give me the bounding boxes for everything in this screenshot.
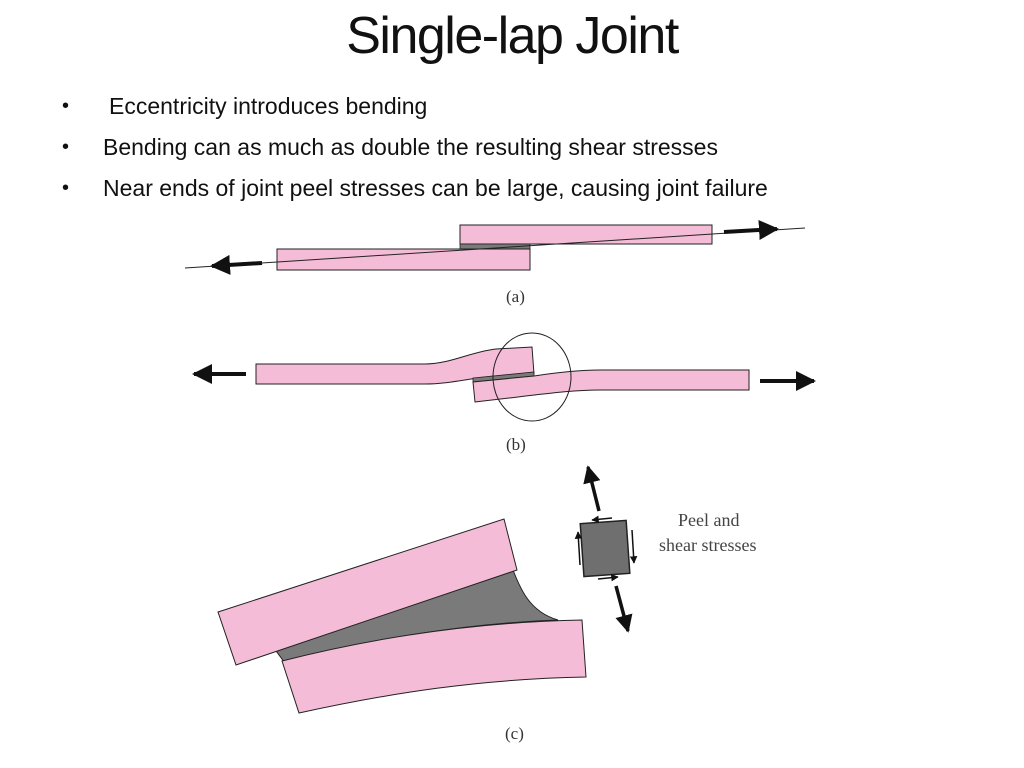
bullet-item: • Near ends of joint peel stresses can b… (60, 168, 768, 209)
bullet-dot-icon: • (62, 136, 70, 158)
left-arrow-icon (210, 254, 263, 275)
shear-arrow-icon (597, 573, 619, 582)
note-line-1: Peel and (678, 510, 739, 530)
bullet-item: • Bending can as much as double the resu… (60, 127, 768, 168)
bullet-text: Eccentricity introduces bending (109, 93, 428, 119)
peel-arrow-icon (583, 465, 601, 512)
detail-circle (492, 332, 572, 422)
shear-arrow-icon (574, 531, 583, 566)
stress-element (579, 519, 631, 578)
caption-a: (a) (506, 287, 525, 306)
bullet-dot-icon: • (62, 177, 70, 199)
lower-adherend (281, 619, 587, 714)
caption-b: (b) (506, 435, 526, 454)
diagram-b: (b) (192, 332, 816, 454)
bullet-list: • Eccentricity introduces bending • Bend… (60, 86, 768, 209)
upper-adherend (459, 224, 713, 245)
bullet-text: Bending can as much as double the result… (103, 134, 718, 160)
caption-c: (c) (505, 724, 524, 743)
bullet-dot-icon: • (62, 95, 70, 117)
right-arrow-icon (723, 220, 779, 241)
shear-arrow-icon (629, 529, 638, 564)
note-line-2: shear stresses (659, 535, 756, 555)
shear-arrow-icon (591, 515, 613, 524)
upper-adherend (217, 518, 518, 666)
diagram-a: (a) (184, 220, 806, 306)
diagram-c: Peel and shear stresses (c) (217, 465, 756, 743)
bullet-text: Near ends of joint peel stresses can be … (103, 175, 768, 201)
lower-adherend (276, 248, 531, 271)
peel-arrow-icon (614, 585, 633, 633)
right-adherend (472, 369, 750, 403)
bullet-item: • Eccentricity introduces bending (60, 86, 768, 127)
load-line (184, 227, 806, 269)
slide-title: Single-lap Joint (346, 7, 679, 65)
